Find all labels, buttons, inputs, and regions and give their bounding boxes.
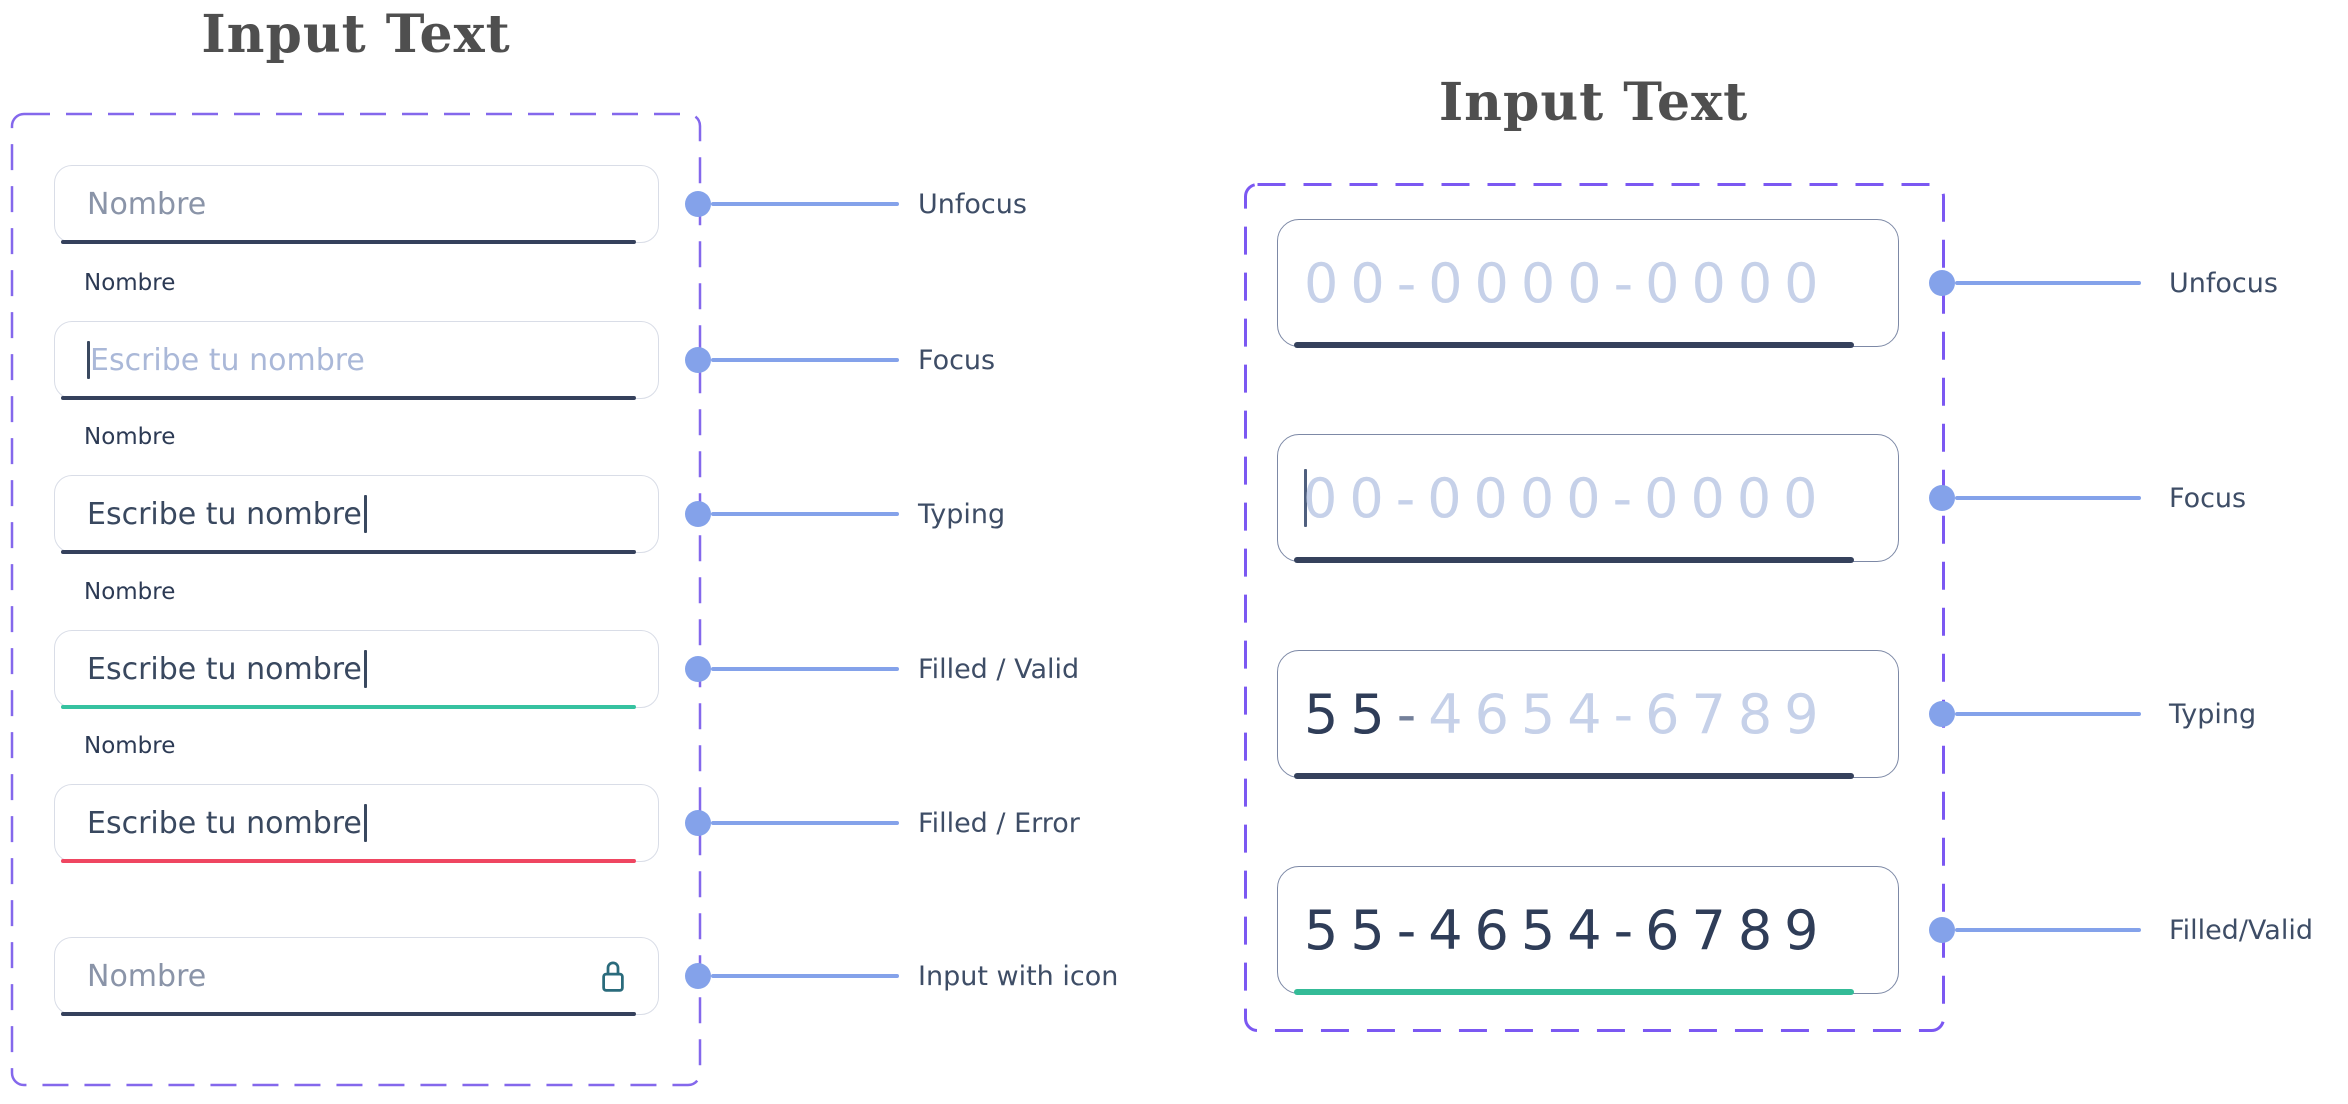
connector-line — [1955, 496, 2141, 500]
connector-line — [1955, 281, 2141, 285]
connector-focus: Focus — [1929, 482, 2247, 514]
phone-input-filled-valid[interactable]: 55-4654-6789 — [1277, 866, 1899, 995]
input-unfocus[interactable]: Nombre — [54, 165, 659, 244]
connector-filled-valid: Filled / Valid — [685, 653, 1080, 685]
connector-line — [1955, 712, 2141, 716]
right-panel-title: Input Text — [1438, 72, 1749, 133]
connector-line — [711, 821, 899, 825]
placeholder-text: 00-0000-0000 — [1303, 466, 1830, 530]
state-label: Typing — [918, 498, 1006, 530]
connector-dot — [685, 191, 711, 217]
input-underline-valid — [1294, 989, 1854, 995]
text-caret — [363, 495, 367, 533]
connector-typing: Typing — [685, 498, 1006, 530]
connector-dot — [1929, 485, 1955, 511]
state-label: Filled / Error — [918, 807, 1080, 839]
connector-dot — [685, 347, 711, 373]
state-label: Filled/Valid — [2169, 914, 2313, 946]
placeholder-text: 00-0000-0000 — [1304, 251, 1831, 315]
input-filled-error[interactable]: Escribe tu nombre — [54, 784, 659, 863]
phone-input-unfocus[interactable]: 00-0000-0000 — [1277, 219, 1899, 348]
input-with-icon[interactable]: Nombre — [54, 937, 659, 1016]
connector-line — [711, 358, 899, 362]
field-label: Nombre — [84, 733, 176, 759]
text-caret — [363, 804, 367, 842]
input-typing[interactable]: Escribe tu nombre — [54, 475, 659, 554]
connector-filled-error: Filled / Error — [685, 807, 1080, 839]
connector-filled-valid: Filled/Valid — [1929, 914, 2313, 946]
input-value: Escribe tu nombre — [87, 496, 362, 532]
connector-line — [711, 202, 899, 206]
input-underline — [61, 550, 636, 554]
phone-input-typing[interactable]: 55-4654-6789 — [1277, 650, 1899, 779]
placeholder-text: Nombre — [87, 186, 207, 222]
left-panel-dashed-frame — [10, 112, 702, 1087]
phone-input-focus[interactable]: 00-0000-0000 — [1277, 434, 1899, 563]
input-underline — [61, 1012, 636, 1016]
state-label: Focus — [2169, 482, 2247, 514]
input-value: Escribe tu nombre — [87, 651, 362, 687]
typed-digits: 55 — [1304, 682, 1397, 746]
connector-line — [711, 974, 899, 978]
state-label: Unfocus — [2169, 267, 2278, 299]
connector-line — [711, 512, 899, 516]
field-label: Nombre — [84, 270, 176, 296]
placeholder-text: Escribe tu nombre — [90, 342, 365, 378]
placeholder-text: Nombre — [87, 958, 207, 994]
field-label: Nombre — [84, 579, 176, 605]
state-label: Input with icon — [918, 960, 1119, 992]
text-caret — [87, 341, 90, 379]
input-value: 55-4654-6789 — [1304, 898, 1831, 962]
input-underline-error — [61, 859, 636, 863]
text-caret — [363, 650, 367, 688]
connector-unfocus: Unfocus — [1929, 267, 2278, 299]
input-underline — [1294, 773, 1854, 779]
connector-dot — [1929, 270, 1955, 296]
text-caret — [1304, 469, 1307, 527]
state-label: Unfocus — [918, 188, 1027, 220]
input-underline — [61, 240, 636, 244]
right-panel-dashed-frame — [1244, 183, 1945, 1032]
state-label: Typing — [2169, 698, 2257, 730]
input-underline — [61, 396, 636, 400]
input-underline-valid — [61, 705, 636, 709]
state-label: Focus — [918, 344, 996, 376]
connector-dot — [685, 656, 711, 682]
field-label: Nombre — [84, 424, 176, 450]
input-underline — [1294, 557, 1854, 563]
connector-dot — [685, 963, 711, 989]
input-focus[interactable]: Escribe tu nombre — [54, 321, 659, 400]
connector-typing: Typing — [1929, 698, 2257, 730]
hint-digits: 4654-6789 — [1428, 682, 1831, 746]
connector-dot — [685, 810, 711, 836]
input-filled-valid[interactable]: Escribe tu nombre — [54, 630, 659, 709]
input-underline — [1294, 342, 1854, 348]
connector-line — [1955, 928, 2141, 932]
connector-dot — [685, 501, 711, 527]
connector-focus: Focus — [685, 344, 996, 376]
connector-line — [711, 667, 899, 671]
lock-icon — [602, 961, 624, 992]
left-panel-title: Input Text — [201, 4, 511, 65]
connector-dot — [1929, 701, 1955, 727]
input-value: Escribe tu nombre — [87, 805, 362, 841]
connector-dot — [1929, 917, 1955, 943]
connector-with-icon: Input with icon — [685, 960, 1119, 992]
state-label: Filled / Valid — [918, 653, 1080, 685]
connector-unfocus: Unfocus — [685, 188, 1027, 220]
separator: - — [1396, 682, 1429, 746]
